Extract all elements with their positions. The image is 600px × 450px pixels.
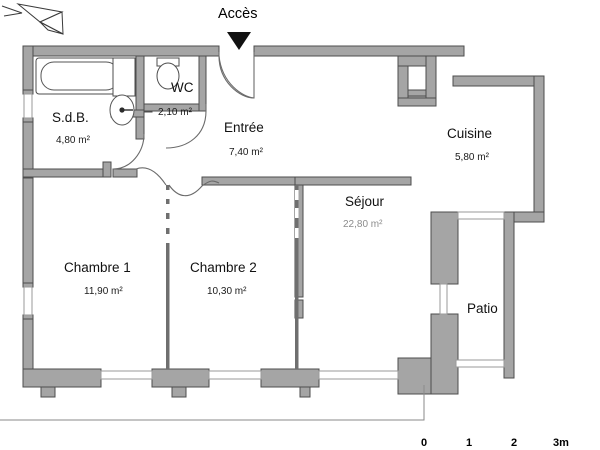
window-chambre2-bottom bbox=[208, 370, 262, 380]
window-sejour-patio bbox=[439, 283, 448, 315]
room-area-cuisine: 5,80 m² bbox=[455, 152, 490, 163]
windows bbox=[23, 93, 505, 380]
scale-bar: 0 1 2 3m bbox=[0, 385, 569, 449]
room-name-cuisine: Cuisine bbox=[447, 126, 492, 141]
access-arrow-icon bbox=[227, 32, 251, 50]
room-name-wc: WC bbox=[171, 80, 194, 95]
window-sdb bbox=[23, 93, 33, 119]
room-area-chambre1: 11,90 m² bbox=[84, 286, 123, 297]
toilet-icon bbox=[156, 57, 180, 90]
door-swings bbox=[112, 52, 255, 197]
wall-structure bbox=[22, 45, 545, 398]
room-name-chambre1: Chambre 1 bbox=[64, 260, 131, 275]
window-kitchen-pass bbox=[457, 211, 505, 220]
room-area-wc: 2,10 m² bbox=[158, 107, 193, 118]
bathtub-icon bbox=[35, 57, 134, 95]
window-chambre1-left bbox=[23, 286, 33, 316]
window-cuisine-bottom bbox=[455, 359, 505, 368]
scale-tick-2: 2 bbox=[511, 437, 517, 449]
window-sejour-bottom bbox=[318, 370, 399, 380]
room-area-sejour: 22,80 m² bbox=[343, 219, 383, 230]
interior-partitions bbox=[166, 185, 299, 369]
room-name-sejour: Séjour bbox=[345, 194, 385, 209]
north-arrow-icon bbox=[1, 3, 64, 35]
room-area-chambre2: 10,30 m² bbox=[207, 286, 247, 297]
room-labels: S.d.B. 4,80 m² WC 2,10 m² Entrée 7,40 m²… bbox=[52, 80, 498, 316]
room-name-patio: Patio bbox=[467, 301, 498, 316]
room-area-sdb: 4,80 m² bbox=[56, 135, 91, 146]
access-label: Accès bbox=[218, 6, 258, 22]
window-chambre1-bottom bbox=[100, 370, 153, 380]
sink-icon bbox=[109, 57, 136, 126]
scale-tick-3: 3m bbox=[553, 437, 569, 449]
room-name-chambre2: Chambre 2 bbox=[190, 260, 257, 275]
room-name-sdb: S.d.B. bbox=[52, 110, 89, 125]
room-name-entree: Entrée bbox=[224, 120, 264, 135]
room-area-entree: 7,40 m² bbox=[229, 147, 264, 158]
scale-tick-1: 1 bbox=[466, 437, 472, 449]
scale-tick-0: 0 bbox=[421, 437, 427, 449]
